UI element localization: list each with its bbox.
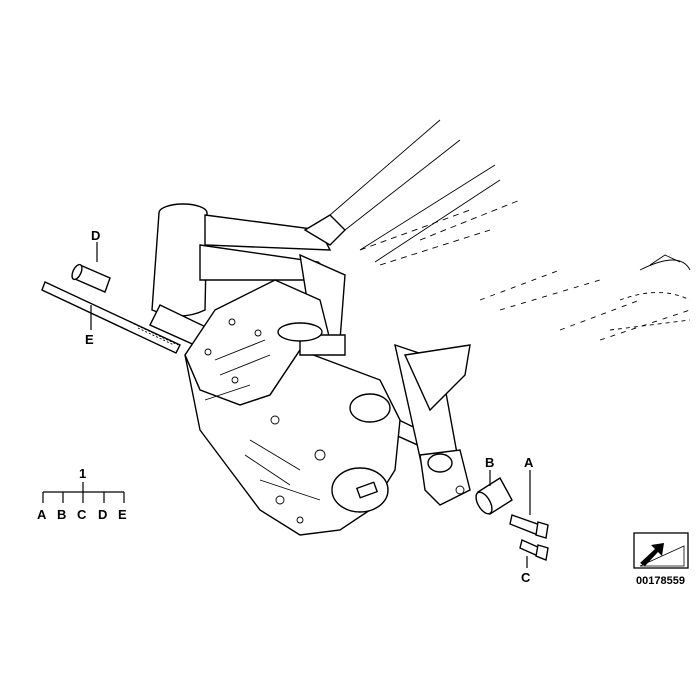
- callout-b: B: [485, 455, 494, 470]
- reference-icon: [633, 532, 689, 569]
- frame-bracket: [419, 449, 471, 506]
- tree-child-d: D: [98, 507, 107, 522]
- callout-c: C: [521, 570, 531, 585]
- tree-child-b: B: [57, 507, 66, 522]
- callout-d: D: [91, 228, 100, 243]
- tree-root-label: 1: [79, 466, 86, 481]
- tree-child-a: A: [37, 507, 47, 522]
- reference-number: 00178559: [636, 575, 685, 587]
- arrow-icon: [640, 543, 664, 566]
- part-e-bolt: [41, 281, 181, 354]
- part-d-sleeve: [71, 263, 111, 293]
- part-b-sleeve: [475, 477, 513, 515]
- engine-block: [184, 279, 401, 536]
- tree-child-e: E: [118, 507, 127, 522]
- parts-tree: 1 A B C D E: [37, 466, 127, 522]
- part-c-bolt: [519, 539, 549, 561]
- leader-lines: [90, 242, 531, 568]
- part-a-bolt: [509, 514, 549, 539]
- callout-a: A: [524, 455, 534, 470]
- callout-e: E: [85, 332, 94, 347]
- frame-rear-tubes: [329, 119, 691, 341]
- tree-child-c: C: [77, 507, 87, 522]
